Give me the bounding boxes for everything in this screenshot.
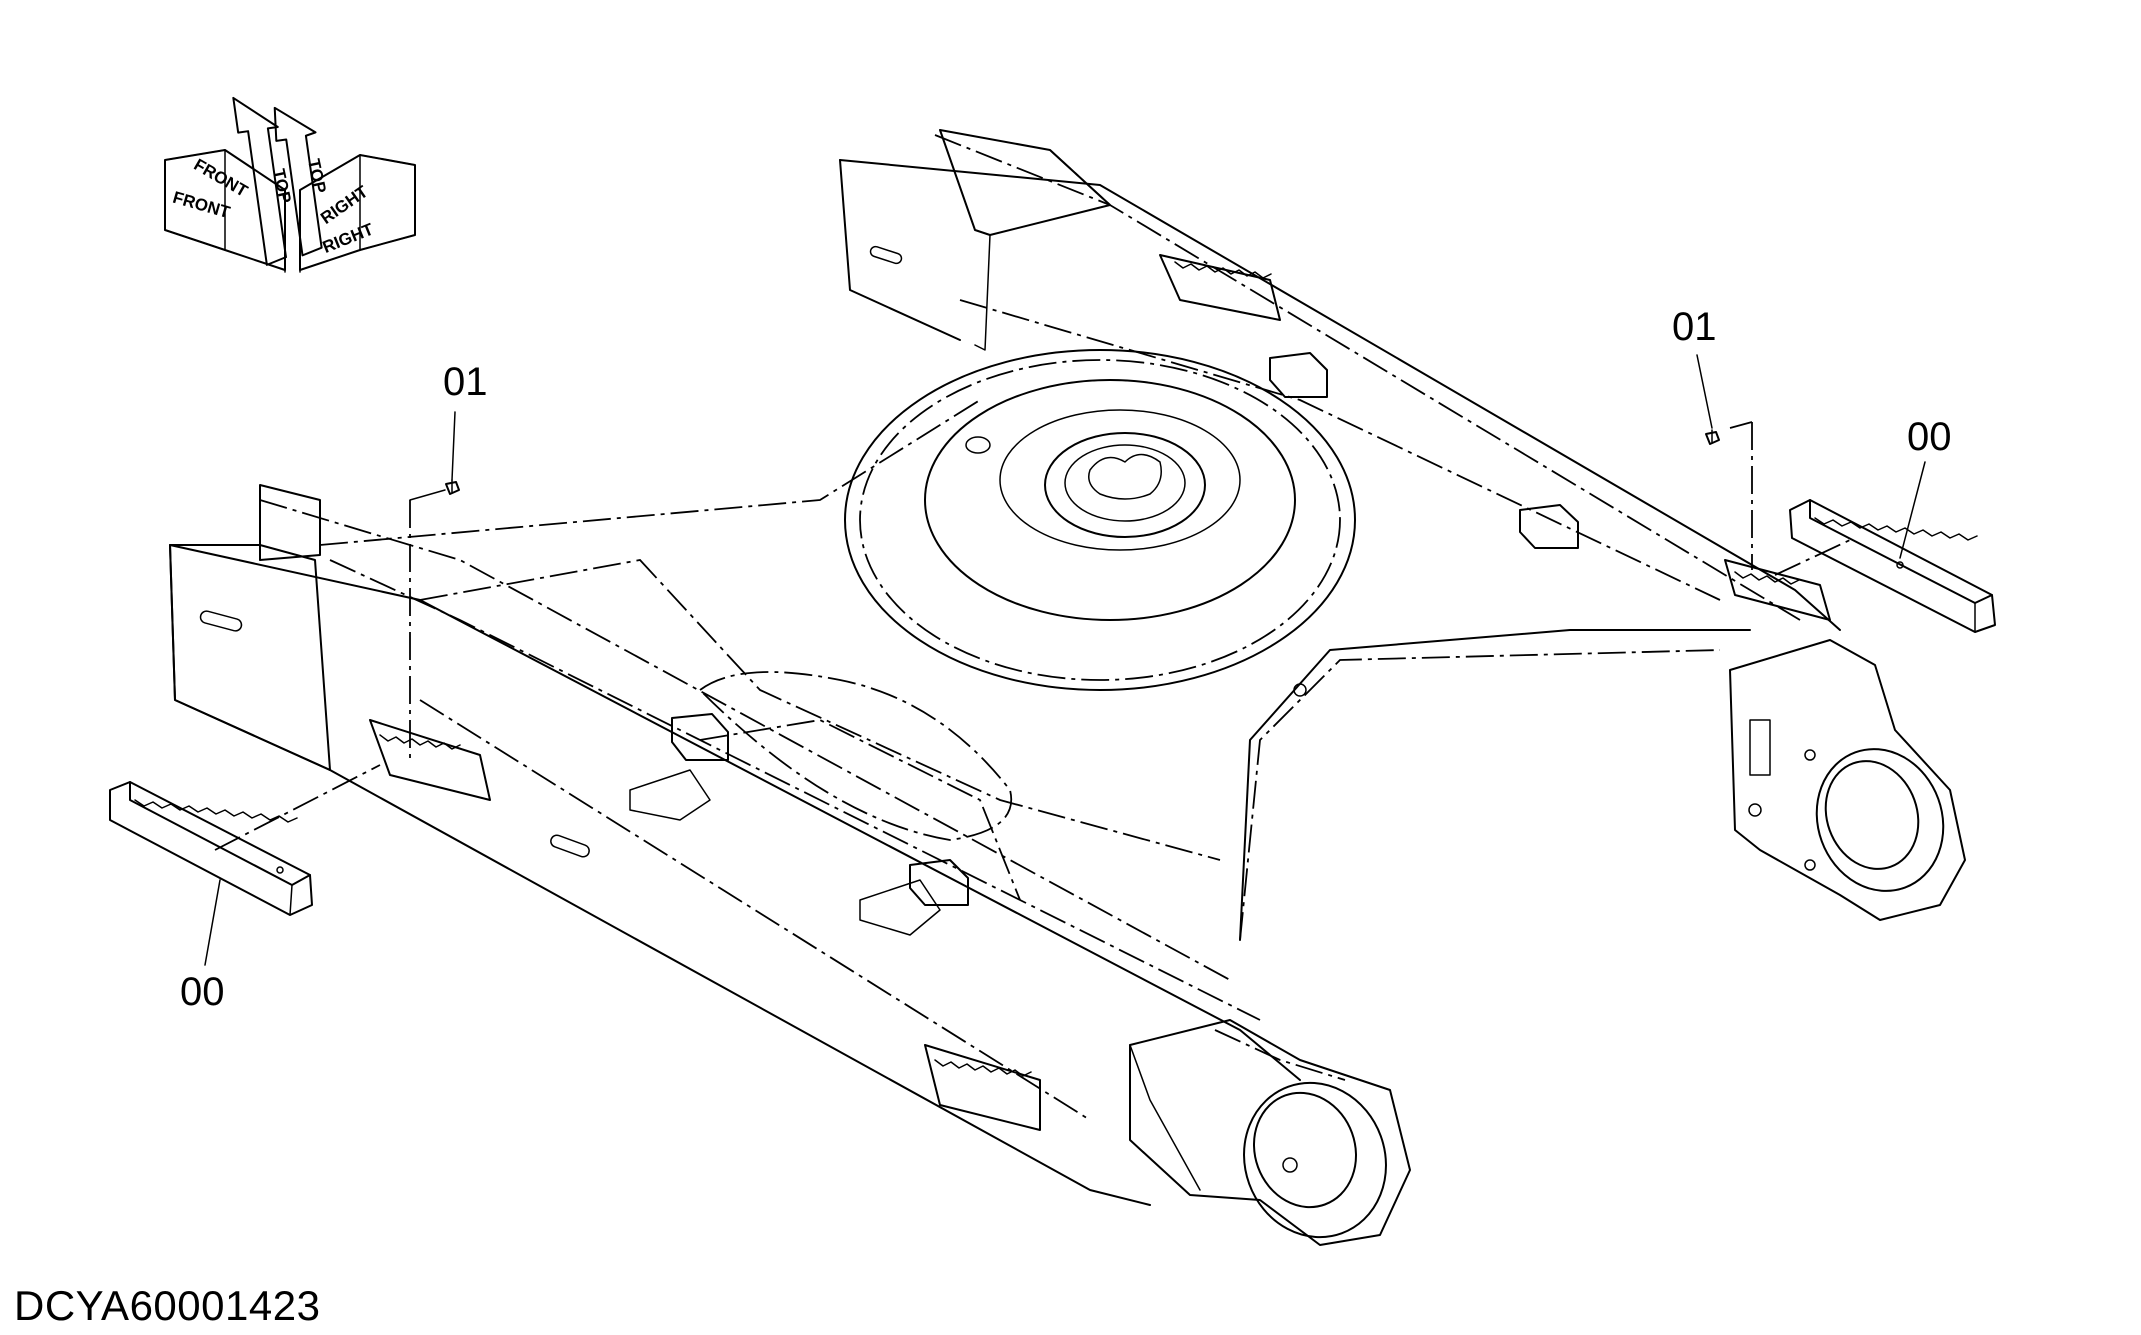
bolt-part-left xyxy=(445,479,460,495)
leader-step-right xyxy=(1774,539,1851,576)
step-part-left xyxy=(109,781,313,916)
frame-step-right-mounted xyxy=(1724,559,1831,621)
leader-bolt-right-top xyxy=(1729,421,1753,429)
orientation-label-top-b: TOP xyxy=(304,157,330,195)
track-frame xyxy=(169,129,1966,1246)
frame-step-middle xyxy=(924,1044,1041,1131)
callout-bolt-right: 01 xyxy=(1672,305,1717,349)
rear-sprocket-yoke xyxy=(1729,639,1966,921)
drawing-id: DCYA60001423 xyxy=(14,1282,321,1329)
frame-step-upper xyxy=(1159,254,1281,321)
front-idler-yoke xyxy=(1129,1019,1411,1246)
callout-step-left: 00 xyxy=(180,970,225,1014)
frame-step-left-mounted xyxy=(369,719,491,801)
callout-bolt-left: 01 xyxy=(443,360,488,404)
callout-step-right: 00 xyxy=(1907,415,1952,459)
swing-bearing-mount xyxy=(844,349,1356,697)
bolt-part-right xyxy=(1705,429,1720,445)
step-part-right xyxy=(1789,499,1996,633)
orientation-label-front-b: FRONT xyxy=(171,188,233,223)
leader-step-left xyxy=(214,764,381,851)
orientation-indicator: FRONT FRONT TOP TOP RIGHT RIGHT xyxy=(164,96,416,273)
